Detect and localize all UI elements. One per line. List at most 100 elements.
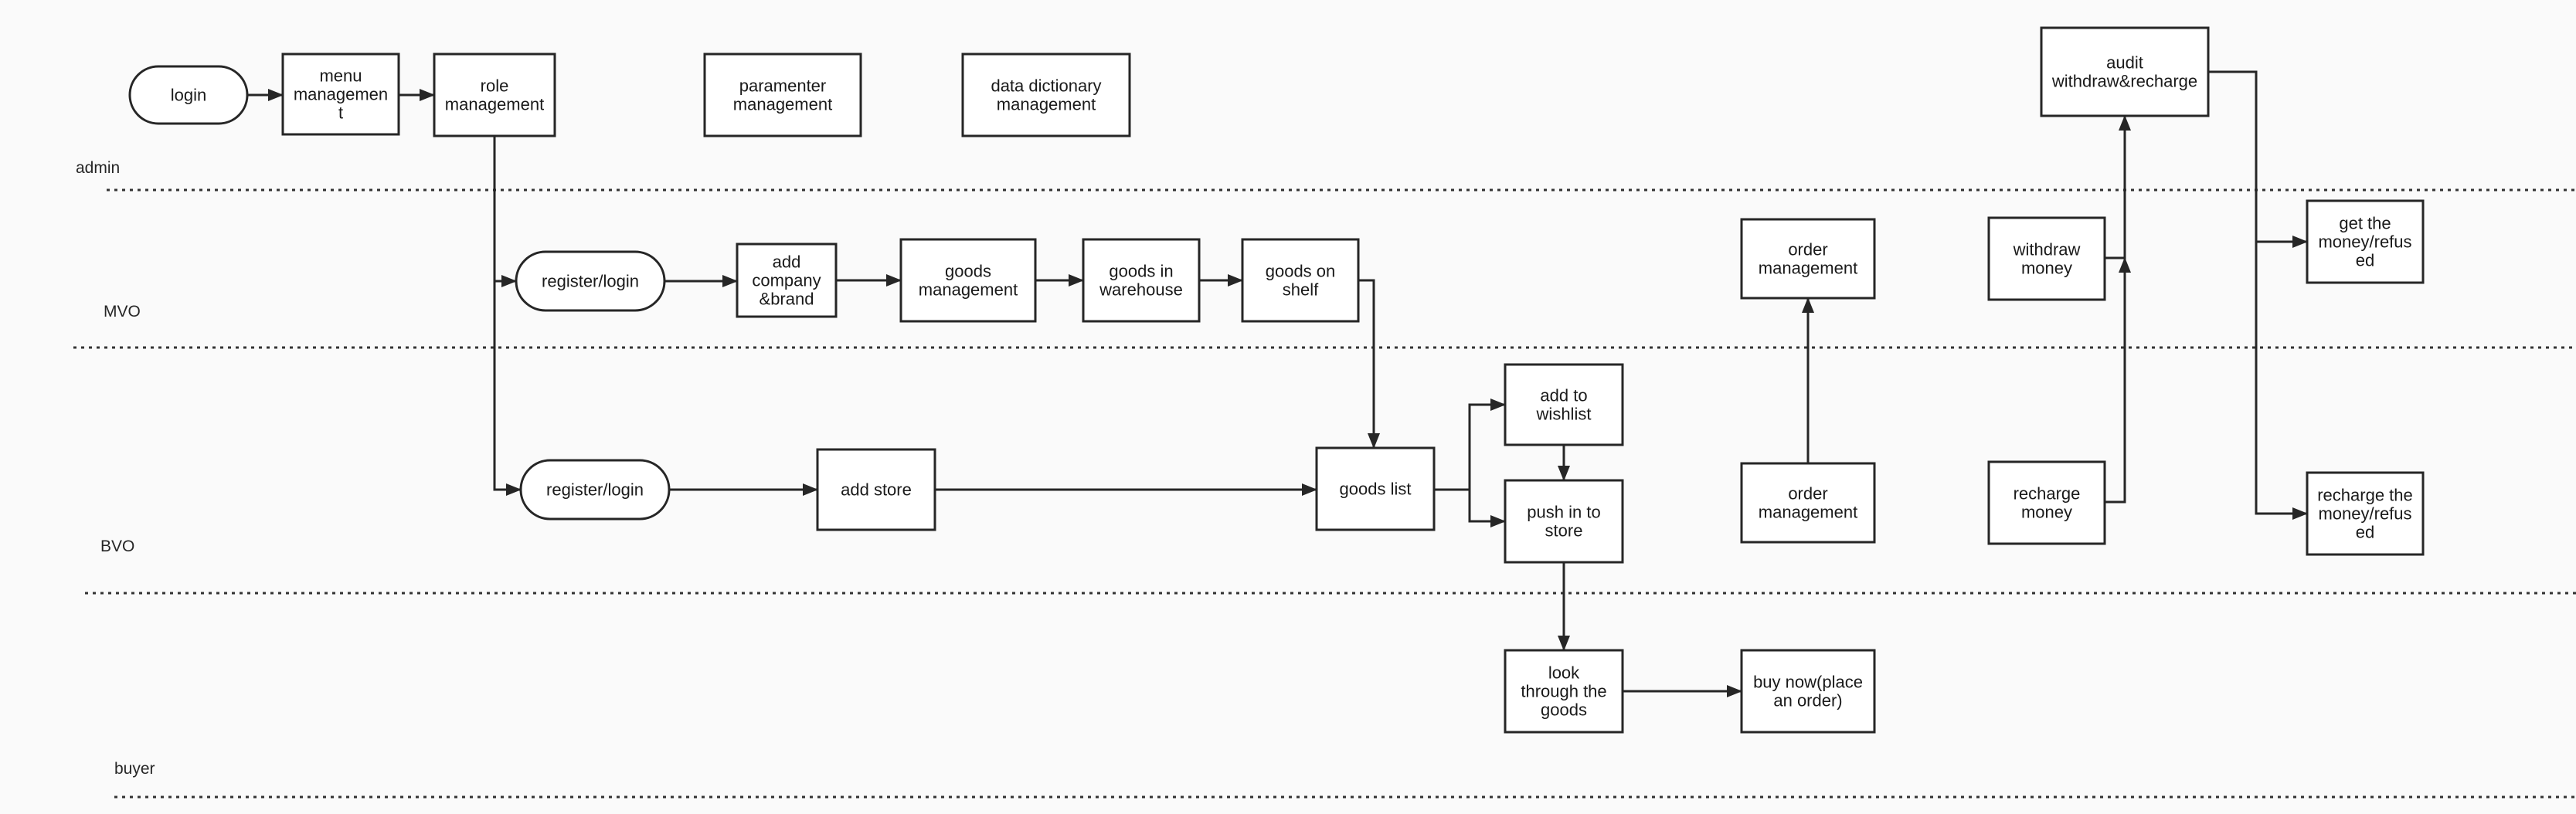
node-shape [128,65,249,125]
node-label-line: order [1788,240,1827,259]
node-label-line: audit [2106,53,2143,73]
node-shape [1504,363,1624,446]
node-label-line: management [997,95,1096,114]
node-label-line: look [1548,663,1580,683]
node-shape [1504,479,1624,564]
node-login: login [128,65,249,125]
edge-recharge-money-to-audit-withdraw-recharge [2105,257,2131,504]
node-label-line: wishlist [1536,405,1592,424]
node-label-line: register/login [546,480,644,500]
node-label-line: shelf [1283,280,1319,300]
node-label-line: management [919,280,1018,300]
node-shape [961,53,1131,137]
node-label-line: management [445,95,544,114]
edge-withdraw-money-to-audit-withdraw-recharge [2105,115,2131,259]
node-shape [2306,471,2425,556]
node-label-line: money [2021,503,2072,522]
edge-audit-withdraw-recharge-to-get-the-money [2208,70,2308,248]
node-label-line: buy now(place [1753,673,1863,692]
node-shape [1315,446,1436,531]
node-shape [281,53,400,136]
node-label-line: ed [2356,251,2374,270]
edge-role-management-to-bvo-register-login [493,281,522,496]
node-shape [1740,218,1876,300]
node-label-line: add to [1540,386,1587,405]
edge-goods-list-to-add-to-wishlist [1434,399,1506,491]
node-shape [1987,460,2106,545]
node-label-line: goods [945,262,991,281]
node-label-line: goods on [1266,262,1336,281]
edge-goods-list-to-push-in-to-store [1468,490,1506,527]
node-shape [2040,26,2210,117]
node-label-line: an order) [1773,691,1842,711]
connectors [247,70,2308,697]
node-label-line: company [752,271,821,290]
edge-audit-withdraw-recharge-to-recharge-the-money [2255,242,2308,520]
node-label-line: register/login [542,272,639,291]
node-label-line: money/refus [2318,504,2411,524]
node-label-line: managemen [294,85,388,104]
node-shape [1740,649,1876,734]
lane-label-mvo: MVO [104,303,141,321]
node-goods-list: goods list [1315,446,1436,531]
node-label-line: recharge [2014,484,2081,504]
node-add-store: add store [816,448,936,531]
node-shape [433,53,556,137]
node-label-line: login [171,86,206,105]
node-label-line: warehouse [1099,280,1183,300]
node-label-line: through the [1521,682,1606,701]
node-label-line: store [1545,521,1583,541]
node-label-line: goods in [1109,262,1173,281]
node-label-line: add store [841,480,912,500]
node-label-line: get the [2339,214,2391,233]
node-mvo-register-login: register/login [515,250,666,312]
node-label-line: &brand [760,290,814,309]
node-label-line: management [733,95,832,114]
node-shape [515,250,666,312]
node-shape [736,243,838,318]
node-label-line: withdraw&recharge [2051,72,2197,91]
node-shape [1241,238,1360,323]
edge-role-management-to-mvo-register-login [493,136,517,287]
lane-label-admin: admin [76,159,120,177]
edge-goods-on-shelf-to-goods-list [1358,279,1380,449]
node-label-line: push in to [1527,503,1600,522]
node-label-line: management [1759,503,1857,522]
node-shape [899,238,1037,323]
node-shape [1082,238,1201,323]
node-label-line: paramenter [739,76,827,96]
node-shape [1504,649,1624,734]
node-label-line: order [1788,484,1827,504]
node-shape [1987,216,2106,301]
node-shape [2306,199,2425,284]
node-label-line: goods [1541,700,1587,720]
node-label-line: ed [2356,523,2374,542]
lane-label-buyer: buyer [114,760,155,778]
process-nodes: loginmenumanagementrolemanagementparamen… [128,26,2425,734]
node-label-line: add [773,253,801,272]
node-label-line: menu [319,66,362,86]
node-label-line: money/refus [2318,232,2411,252]
node-label-line: money [2021,259,2072,278]
node-shape [1740,462,1876,544]
node-label-line: withdraw [2013,240,2081,259]
node-label-line: management [1759,259,1857,278]
